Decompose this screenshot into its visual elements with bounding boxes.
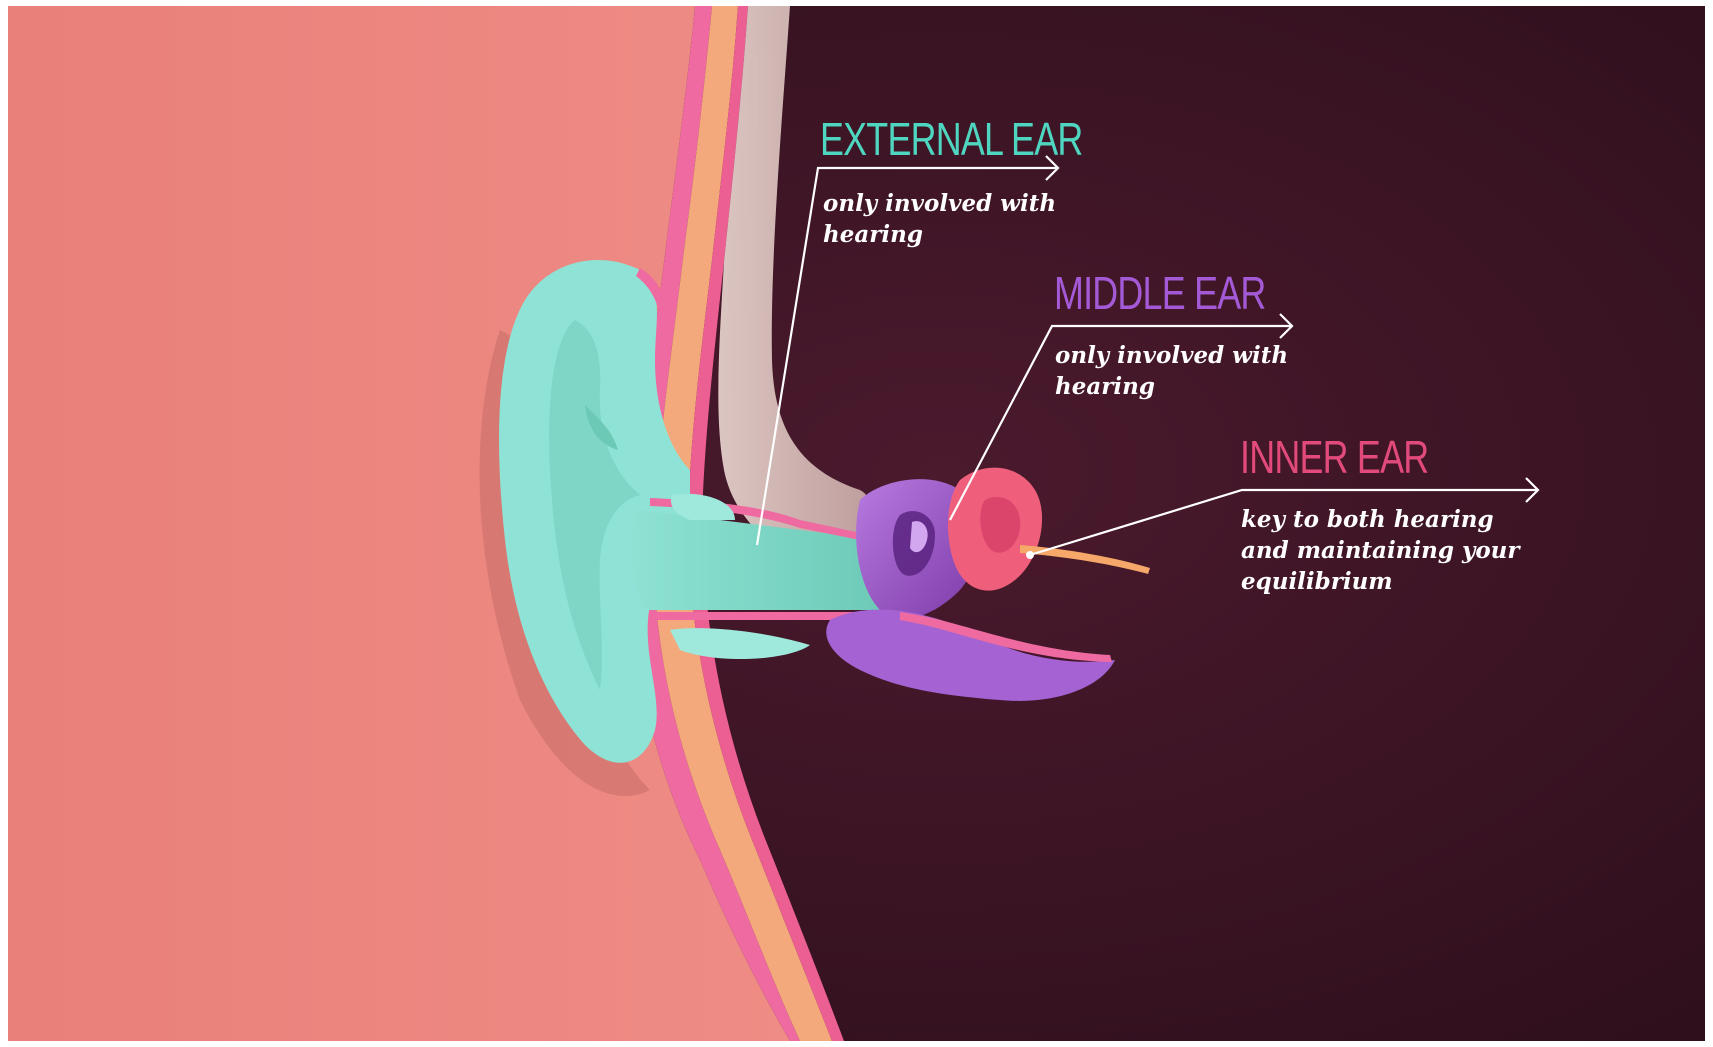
middle-ear-description: only involved with hearing: [1055, 340, 1288, 402]
inner-ear-description: key to both hearing and maintaining your…: [1241, 504, 1520, 597]
inner-ear-title: INNER EAR: [1240, 434, 1428, 480]
inner-ear-callout-dot: [1026, 551, 1034, 559]
external-ear-title: EXTERNAL EAR: [820, 116, 1082, 162]
external-ear-description: only involved with hearing: [823, 188, 1056, 250]
middle-ear-title: MIDDLE EAR: [1054, 270, 1266, 316]
